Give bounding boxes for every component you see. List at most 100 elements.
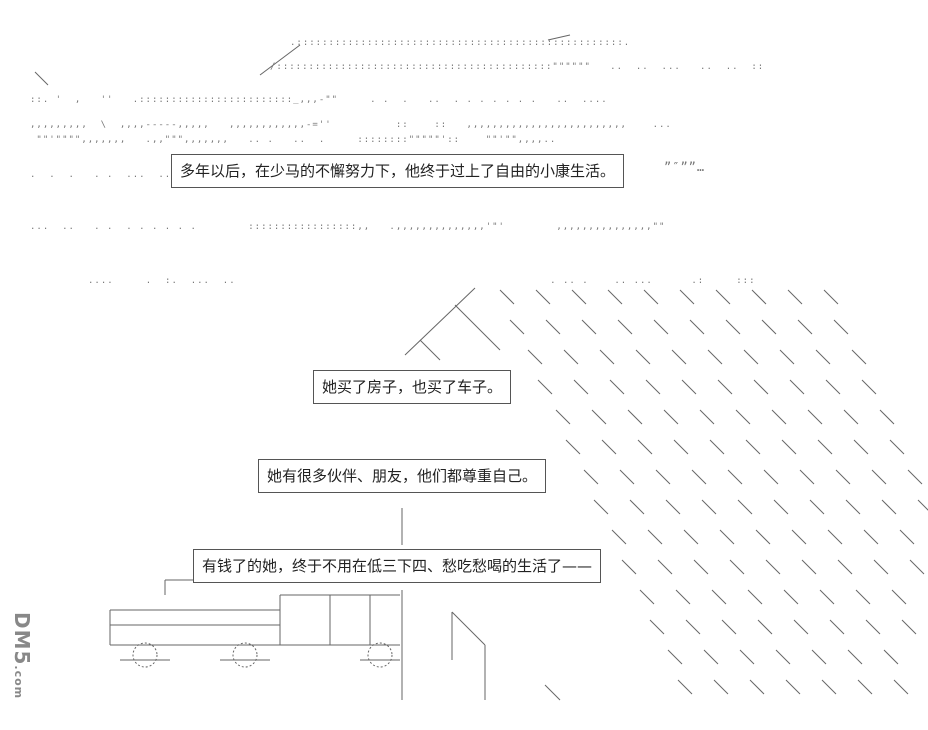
diagonal-stroke — [707, 349, 723, 365]
diagonal-stroke — [655, 469, 671, 485]
diagonal-stroke — [765, 559, 781, 575]
diagonal-stroke — [565, 439, 581, 455]
diagonal-stroke — [823, 289, 839, 305]
diagonal-stroke — [873, 559, 889, 575]
diagonal-stroke — [743, 349, 759, 365]
cloud-art: .:::::::::::::::::::::::::::::::::::::::… — [290, 38, 631, 48]
cloud-art: ... .. . . . . . . . . :::::::::::::::::… — [30, 222, 666, 232]
diagonal-stroke — [639, 589, 655, 605]
cloud-stroke — [259, 44, 301, 76]
diagonal-stroke — [917, 499, 928, 511]
diagonal-stroke — [825, 379, 841, 395]
diagonal-stroke — [861, 379, 877, 395]
diagonal-stroke — [851, 349, 867, 365]
diagonal-stroke — [703, 649, 719, 665]
diagonal-stroke — [773, 499, 789, 515]
diagonal-stroke — [713, 679, 729, 695]
diagonal-stroke — [871, 469, 887, 485]
diagonal-stroke — [755, 529, 771, 545]
diagonal-stroke — [771, 409, 787, 425]
caption-box-1: 多年以后，在少马的不懈努力下，他终于过上了自由的小康生活。 — [171, 154, 625, 188]
diagonal-stroke — [715, 289, 731, 305]
diagonal-stroke — [781, 439, 797, 455]
diagonal-stroke — [827, 529, 843, 545]
diagonal-stroke — [679, 289, 695, 305]
diagonal-stroke — [627, 409, 643, 425]
diagonal-stroke — [681, 379, 697, 395]
cloud-art: ,,,,,,,,, \ ,,,,-----,,,,, ,,,,,,,,,,,,-… — [30, 120, 672, 130]
cloud-art: /:::::::::::::::::::::::::::::::::::::::… — [270, 62, 765, 72]
diagonal-stroke — [835, 469, 851, 485]
diagonal-stroke — [829, 619, 845, 635]
truck-wheel — [232, 642, 258, 668]
diagonal-stroke — [837, 559, 853, 575]
diagonal-stroke — [779, 349, 795, 365]
diagonal-stroke — [545, 319, 561, 335]
door-stroke — [451, 611, 486, 646]
diagonal-stroke — [643, 289, 659, 305]
diagonal-stroke — [735, 409, 751, 425]
caption-box-4: 有钱了的她，终于不用在低三下四、愁吃愁喝的生活了—— — [193, 549, 602, 583]
roof-stroke — [419, 339, 441, 361]
truck-wheel — [132, 642, 158, 668]
diagonal-stroke — [727, 469, 743, 485]
diagonal-stroke — [833, 319, 849, 335]
diagonal-stroke — [807, 409, 823, 425]
diagonal-stroke — [685, 619, 701, 635]
diagonal-stroke — [763, 469, 779, 485]
diagonal-stroke — [853, 439, 869, 455]
diagonal-stroke — [617, 319, 633, 335]
diagonal-stroke — [647, 529, 663, 545]
diagonal-stroke — [775, 649, 791, 665]
diagonal-stroke — [563, 349, 579, 365]
diagonal-stroke — [621, 559, 637, 575]
diagonal-stroke — [751, 289, 767, 305]
diagonal-stroke — [819, 589, 835, 605]
diagonal-stroke — [683, 529, 699, 545]
diagonal-stroke — [637, 439, 653, 455]
diagonal-stroke — [757, 619, 773, 635]
dm5-watermark-logo: DM5.com — [10, 612, 34, 700]
cloud-art: .... . :. ... .. . .. . .. ... .: ::: — [88, 276, 756, 286]
diagonal-stroke — [893, 679, 909, 695]
diagonal-stroke — [785, 679, 801, 695]
diagonal-stroke — [619, 469, 635, 485]
diagonal-stroke — [663, 409, 679, 425]
diagonal-stroke — [749, 679, 765, 695]
diagonal-stroke — [725, 319, 741, 335]
diagonal-stroke — [899, 529, 915, 545]
diagonal-stroke — [753, 379, 769, 395]
roof-stroke — [454, 304, 501, 351]
diagonal-stroke — [739, 649, 755, 665]
diagonal-stroke — [675, 589, 691, 605]
diagonal-stroke — [857, 679, 873, 695]
diagonal-stroke — [583, 469, 599, 485]
diagonal-stroke — [811, 649, 827, 665]
diagonal-stroke — [717, 379, 733, 395]
cloud-art: ::. ' , '' .::::::::::::::::::::::::_,,,… — [30, 95, 608, 105]
truck-wheel — [367, 642, 393, 668]
diagonal-stroke — [747, 589, 763, 605]
cloud-stroke — [34, 71, 49, 86]
diagonal-stroke — [901, 619, 917, 635]
diagonal-stroke — [667, 649, 683, 665]
diagonal-stroke — [691, 469, 707, 485]
diagonal-stroke — [889, 439, 905, 455]
diagonal-stroke — [799, 469, 815, 485]
diagonal-stroke — [891, 589, 907, 605]
diagonal-stroke — [847, 649, 863, 665]
diagonal-stroke — [783, 589, 799, 605]
diagonal-stroke — [761, 319, 777, 335]
diagonal-stroke — [907, 469, 923, 485]
diagonal-stroke — [809, 499, 825, 515]
diagonal-stroke — [645, 379, 661, 395]
diagonal-stroke — [527, 349, 543, 365]
diagonal-stroke — [719, 529, 735, 545]
diagonal-stroke — [653, 319, 669, 335]
caption-text: 有钱了的她，终于不用在低三下四、愁吃愁喝的生活了—— — [202, 557, 593, 575]
diagonal-stroke — [611, 529, 627, 545]
diagonal-stroke — [787, 289, 803, 305]
diagonal-stroke — [535, 289, 551, 305]
diagonal-stroke — [793, 619, 809, 635]
